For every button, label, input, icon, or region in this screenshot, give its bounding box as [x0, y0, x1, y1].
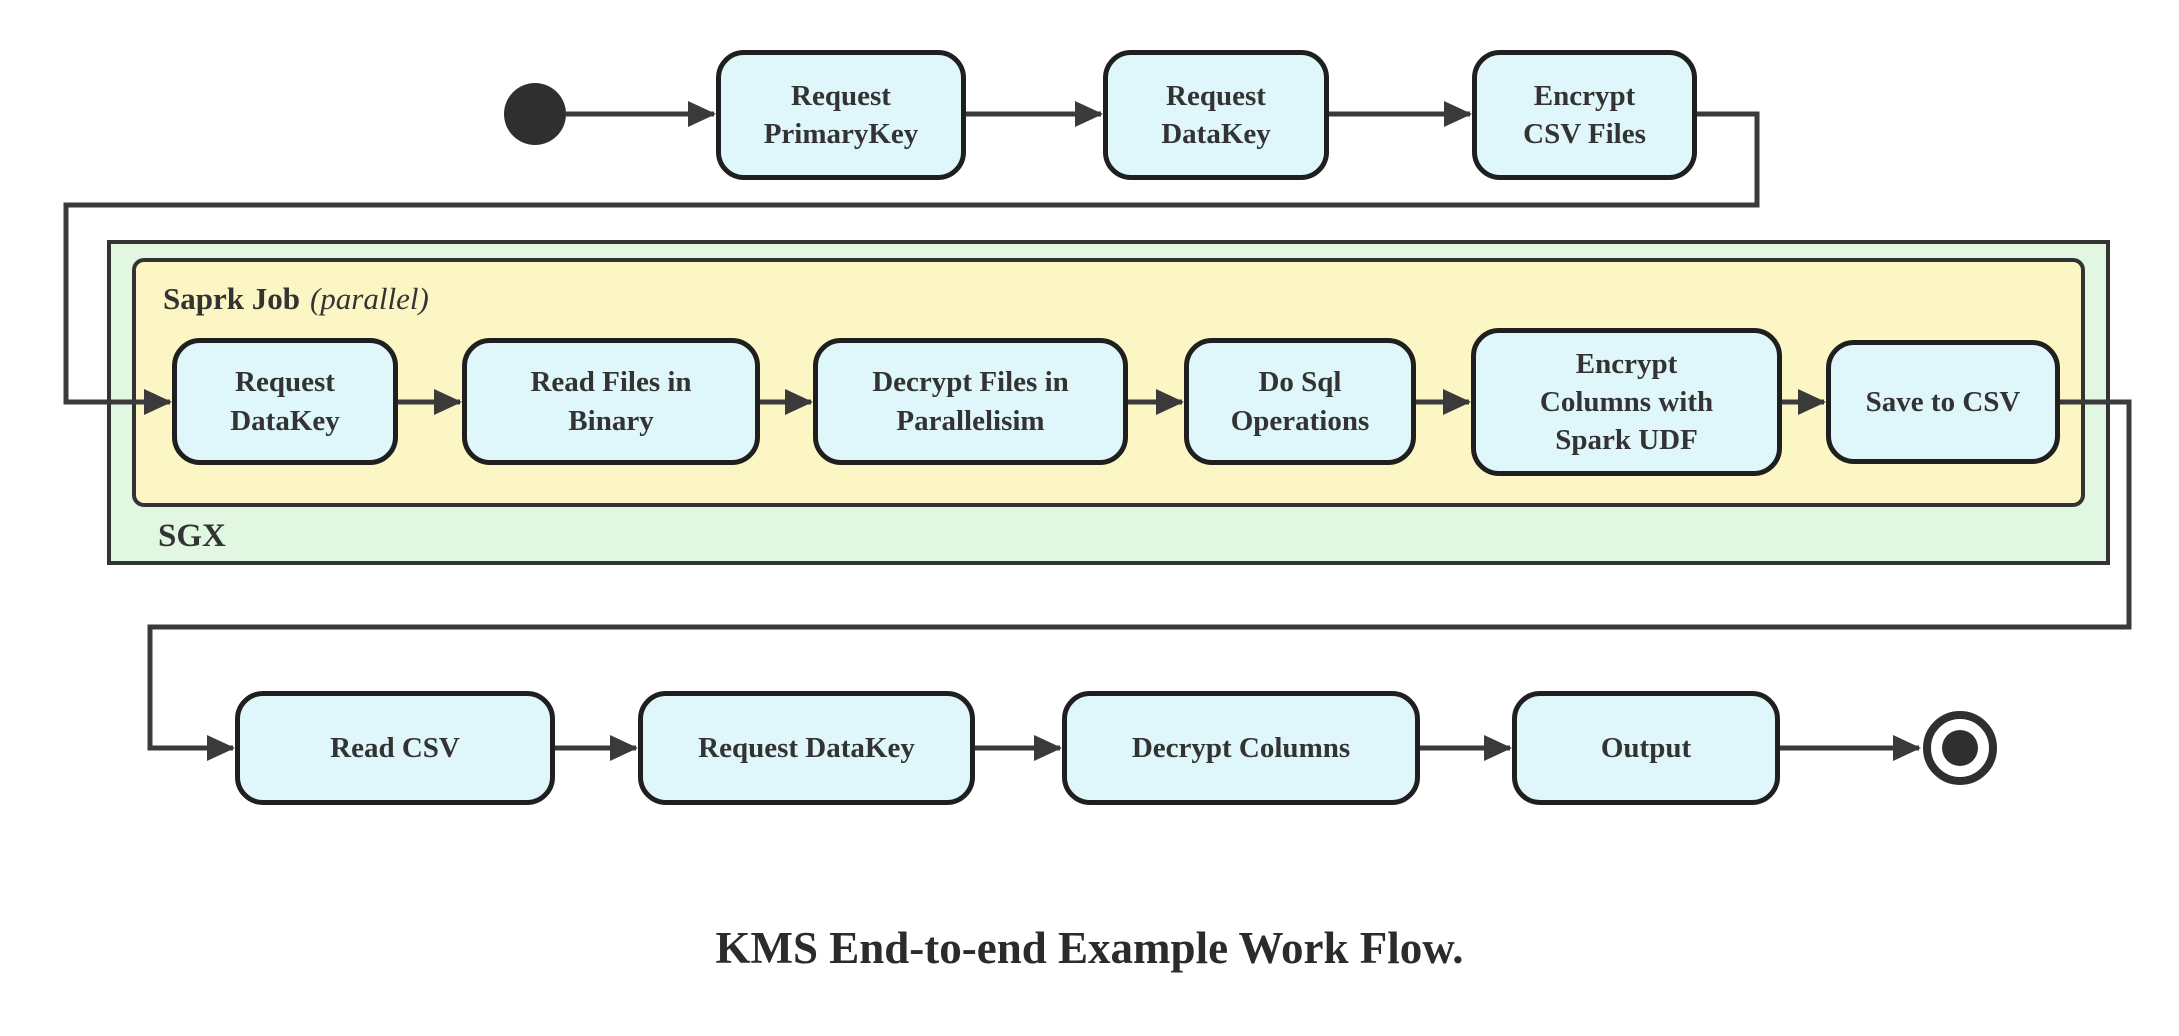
node-request-primarykey: Request PrimaryKey — [716, 50, 966, 180]
node-save-to-csv: Save to CSV — [1826, 340, 2060, 464]
spark-job-title: Saprk Job — [163, 281, 300, 316]
diagram-caption: KMS End-to-end Example Work Flow. — [715, 923, 1464, 973]
node-request-datakey-top: Request DataKey — [1103, 50, 1329, 180]
node-sgx-request-datakey: Request DataKey — [172, 338, 398, 465]
node-decrypt-columns: Decrypt Columns — [1062, 691, 1420, 805]
node-read-csv: Read CSV — [235, 691, 555, 805]
sgx-label: SGX — [158, 518, 226, 554]
node-encrypt-columns-with-spark-udf: Encrypt Columns with Spark UDF — [1471, 328, 1782, 476]
node-encrypt-csv-files: Encrypt CSV Files — [1472, 50, 1697, 180]
final-state-icon — [1923, 711, 1997, 785]
node-read-files-in-binary: Read Files in Binary — [462, 338, 760, 465]
spark-job-parallel-annotation: (parallel) — [309, 281, 429, 316]
node-do-sql-operations: Do Sql Operations — [1184, 338, 1416, 465]
node-request-datakey-bottom: Request DataKey — [638, 691, 975, 805]
initial-state-icon — [504, 83, 566, 145]
node-decrypt-files-in-parallelisim: Decrypt Files in Parallelisim — [813, 338, 1128, 465]
node-output: Output — [1512, 691, 1780, 805]
spark-job-label: Saprk Job (parallel) — [163, 281, 429, 317]
final-state-dot — [1942, 730, 1978, 766]
